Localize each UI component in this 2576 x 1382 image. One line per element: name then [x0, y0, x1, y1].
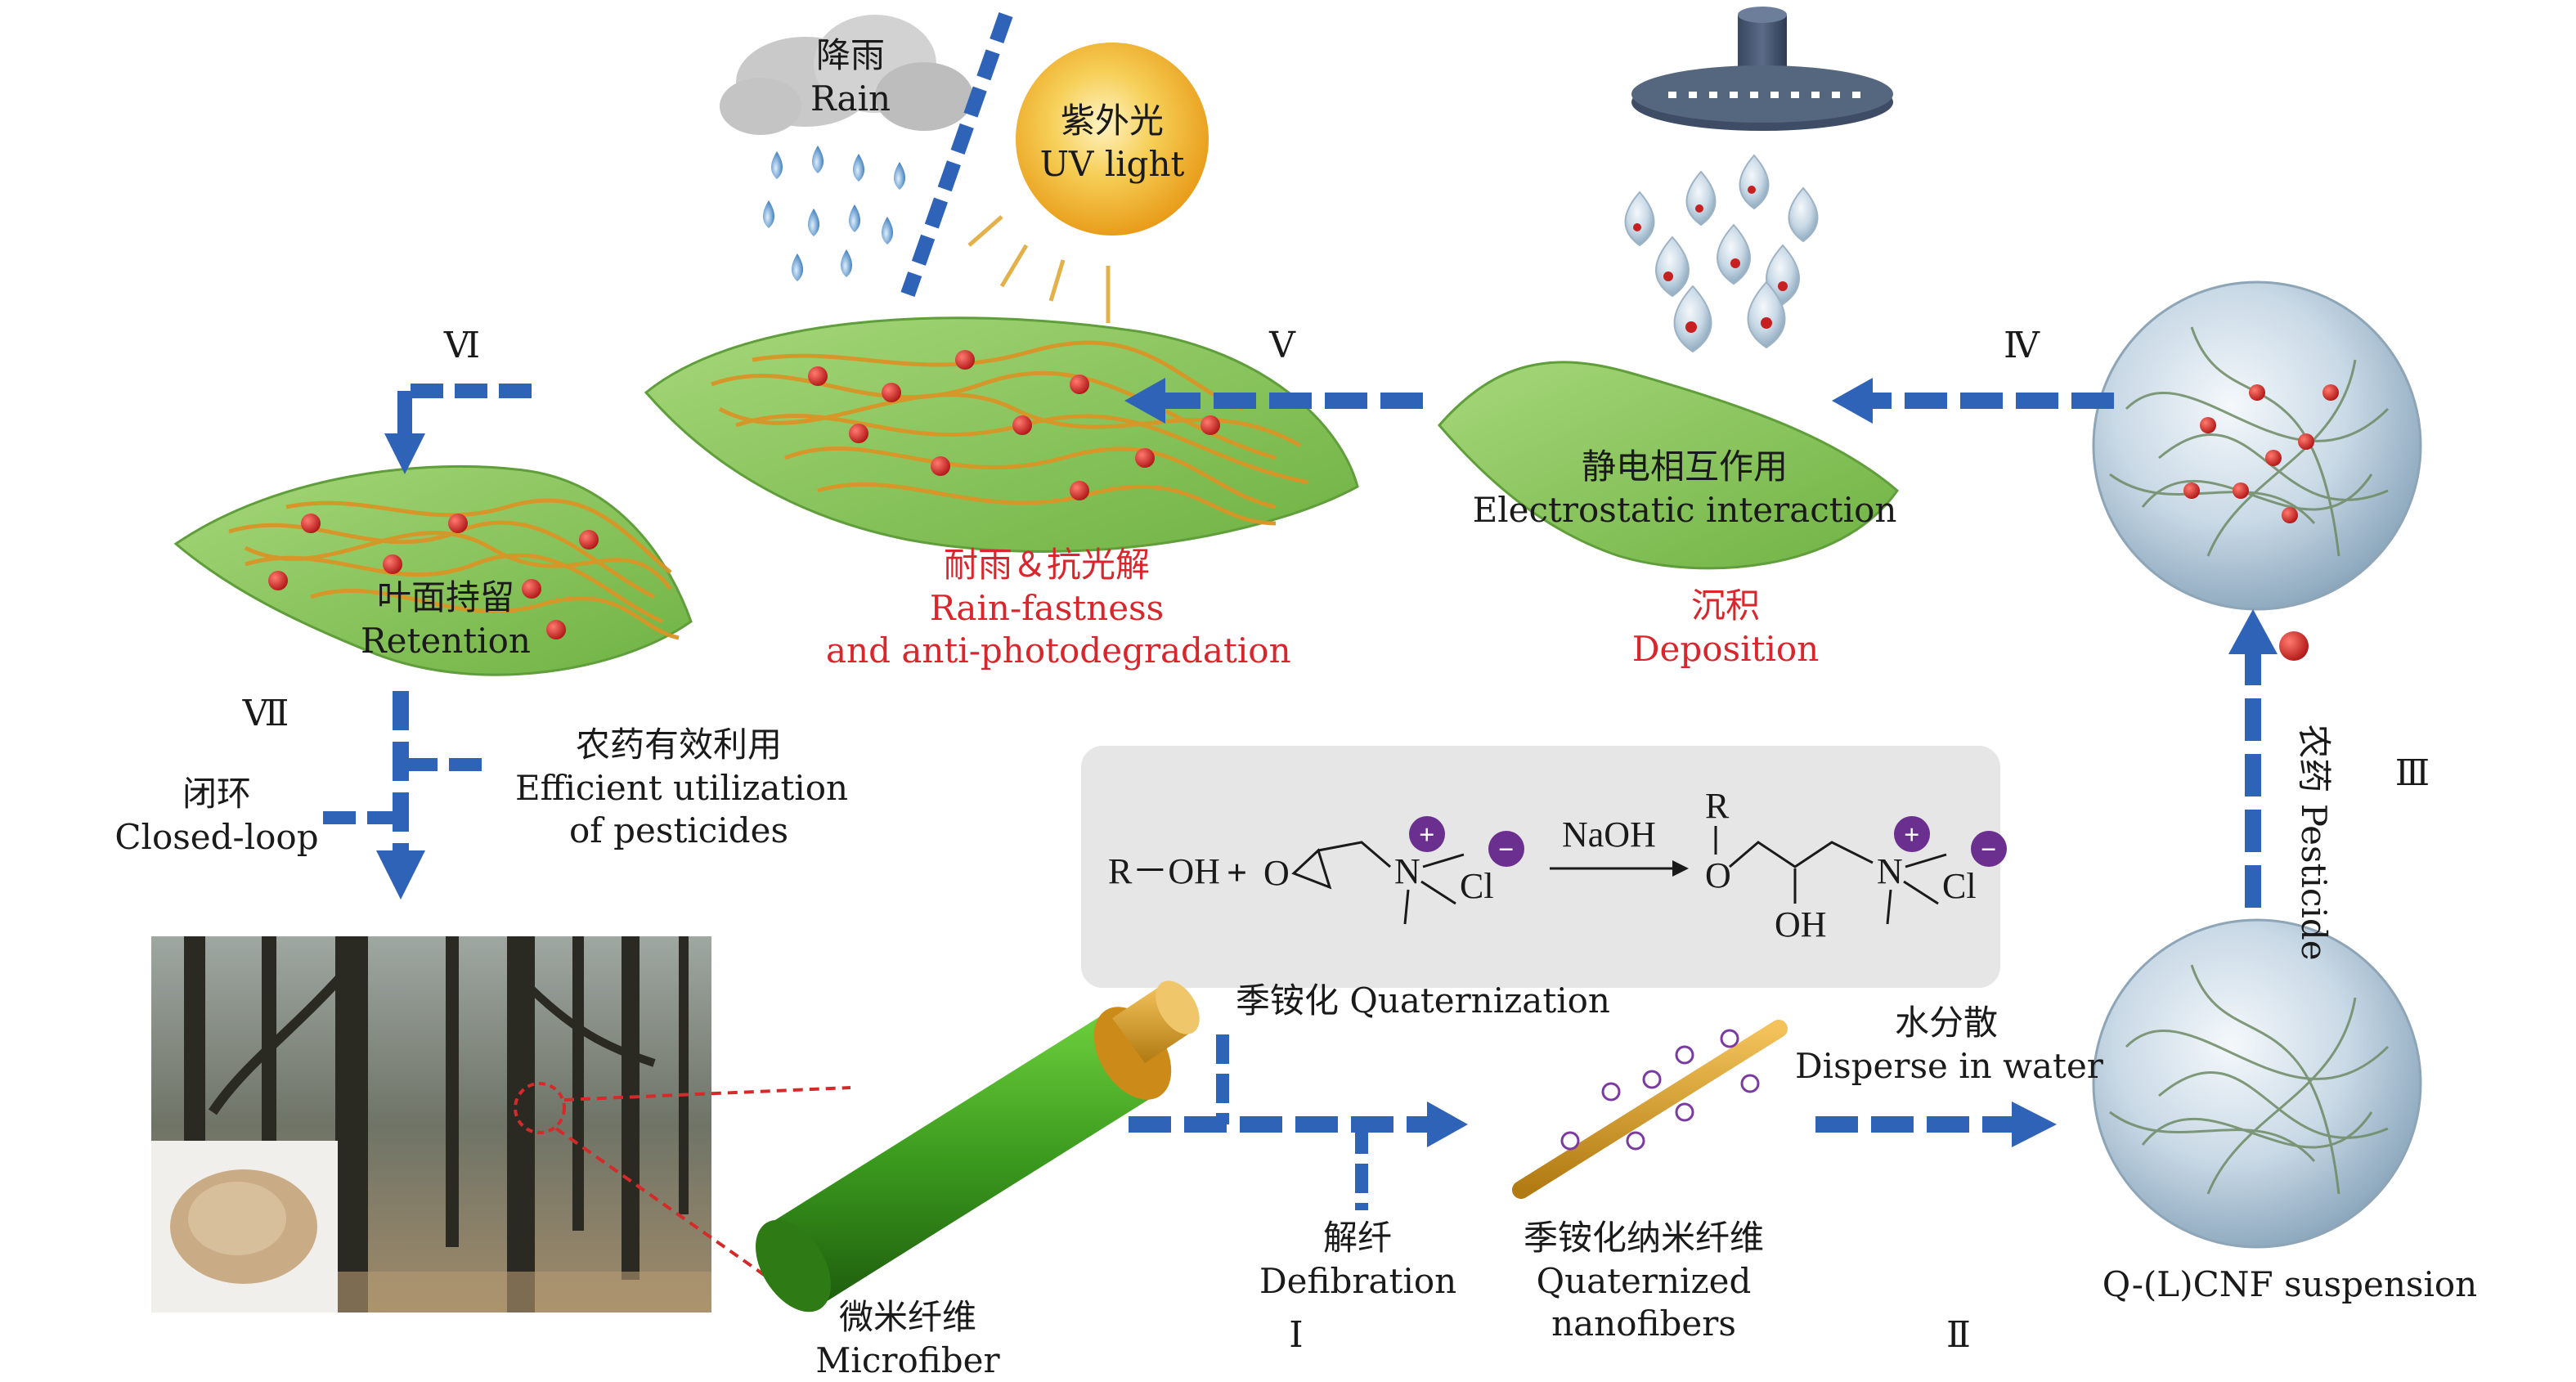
electrostatic-label: 静电相互作用 Electrostatic interaction: [1472, 446, 1897, 532]
disperse-label-en: Disperse in water: [1795, 1045, 2098, 1088]
step-2-label: Ⅱ: [1938, 1312, 1979, 1357]
chem-reagent: NaOH: [1562, 814, 1656, 855]
step-5-label: Ⅴ: [1266, 323, 1299, 368]
closed-loop-label-cn: 闭环: [114, 773, 319, 816]
closed-loop-label: 闭环 Closed-loop: [114, 773, 319, 859]
retention-label: 叶面持留 Retention: [352, 577, 540, 662]
disperse-label-cn: 水分散: [1795, 1002, 2098, 1045]
step-3-label: Ⅲ: [2388, 751, 2437, 796]
rain-label-cn: 降雨: [806, 34, 895, 78]
chem-product-r: R: [1705, 786, 1730, 826]
quaternization-label: 季铵化 Quaternization: [1218, 980, 1627, 1023]
suspension-label: Q-(L)CNF suspension: [2102, 1263, 2478, 1307]
efficient-label-cn: 农药有效利用: [515, 724, 842, 767]
retention-label-en: Retention: [352, 620, 540, 663]
rainfast-label-en1: Rain-fastness: [826, 587, 1268, 630]
arrow-step-1: [1129, 1034, 1468, 1210]
microfiber-label: 微米纤维 Microfiber: [810, 1296, 1006, 1382]
microfiber-label-cn: 微米纤维: [810, 1296, 1006, 1339]
arrow-step-4: [1832, 378, 2114, 424]
uv-label: 紫外光 UV light: [1030, 100, 1194, 186]
rainfast-label-en2: and anti-photodegradation: [826, 630, 1268, 673]
efficient-utilization-label: 农药有效利用 Efficient utilization of pesticid…: [515, 724, 842, 853]
uv-label-cn: 紫外光: [1030, 100, 1194, 143]
reaction-scheme: R－OH + O N + Cl − NaOH R O OH N + Cl: [1108, 786, 2007, 945]
pesticide-loaded-sphere: [2094, 282, 2421, 609]
quatfiber-label-en2: nanofibers: [1497, 1303, 1791, 1346]
spray-droplets-icon: [1626, 155, 1818, 352]
arrow-step-7: [323, 691, 491, 900]
defibration-label: 解纤 Defibration: [1259, 1217, 1456, 1303]
spray-nozzle-icon: [1631, 7, 1893, 131]
closed-loop-label-en: Closed-loop: [114, 816, 319, 859]
deposition-label-cn: 沉积: [1619, 585, 1832, 628]
microfiber-cylinder-icon: [740, 973, 1209, 1326]
chem-reactant: R－OH: [1108, 851, 1220, 891]
product-chain-icon: [1730, 842, 1873, 867]
quaternized-nanofiber-icon: [1521, 1029, 1779, 1190]
chain-bond-icon: [1318, 842, 1390, 867]
deposition-label-en: Deposition: [1619, 628, 1832, 671]
chem-chloride: Cl: [1460, 866, 1494, 906]
microfiber-powder-inset: [151, 1141, 338, 1312]
chem-product-oh: OH: [1775, 904, 1827, 945]
disperse-label: 水分散 Disperse in water: [1795, 1002, 2098, 1088]
deposition-label: 沉积 Deposition: [1619, 585, 1832, 671]
step-1-label: Ⅰ: [1280, 1312, 1313, 1357]
chem-epoxide-o: O: [1263, 853, 1290, 893]
pesticide-legend-label: 农药 Pesticide: [2292, 671, 2336, 1014]
quatfiber-label-cn: 季铵化纳米纤维: [1497, 1217, 1791, 1260]
chem-plus: +: [1227, 853, 1247, 893]
quatfiber-label-en1: Quaternized: [1497, 1260, 1791, 1303]
efficient-label-en2: of pesticides: [515, 810, 842, 853]
rain-label-en: Rain: [806, 78, 895, 121]
charge-minus-2: −: [1981, 835, 1996, 865]
pesticide-legend-dot: [2279, 631, 2309, 661]
arrow-step-3: [2228, 609, 2278, 908]
charge-plus-2: +: [1904, 820, 1919, 850]
step-4-label: Ⅳ: [1997, 323, 2046, 368]
chem-product-chloride: Cl: [1942, 866, 1977, 906]
quaternized-nanofiber-label: 季铵化纳米纤维 Quaternized nanofibers: [1497, 1217, 1791, 1346]
retention-label-cn: 叶面持留: [352, 577, 540, 620]
chem-product-nitrogen: N: [1877, 851, 1903, 891]
raindrops-icon: [763, 146, 905, 281]
microfiber-label-en: Microfiber: [810, 1339, 1006, 1382]
leaf-rainfast: [646, 318, 1358, 552]
step-7-label: Ⅶ: [237, 691, 294, 736]
defibration-label-cn: 解纤: [1259, 1217, 1456, 1260]
rain-label: 降雨 Rain: [806, 34, 895, 120]
arrow-step-6: [384, 391, 532, 474]
step-6-label: Ⅵ: [438, 323, 487, 368]
efficient-label-en1: Efficient utilization: [515, 767, 842, 810]
electrostatic-label-en: Electrostatic interaction: [1472, 489, 1897, 532]
chem-nitrogen: N: [1394, 851, 1420, 891]
electrostatic-label-cn: 静电相互作用: [1472, 446, 1897, 489]
epoxide-ring-icon: [1294, 850, 1330, 887]
rainfast-label: 耐雨＆抗光解 Rain-fastness and anti-photodegra…: [826, 544, 1268, 673]
chem-product-o: O: [1705, 855, 1731, 895]
rainfast-label-cn: 耐雨＆抗光解: [826, 544, 1268, 587]
defibration-label-en: Defibration: [1259, 1260, 1456, 1303]
cnf-suspension-sphere: [2094, 920, 2421, 1247]
arrow-step-2: [1815, 1102, 2057, 1147]
uv-label-en: UV light: [1030, 143, 1194, 186]
charge-minus-1: −: [1498, 835, 1514, 865]
charge-plus-1: +: [1419, 820, 1434, 850]
